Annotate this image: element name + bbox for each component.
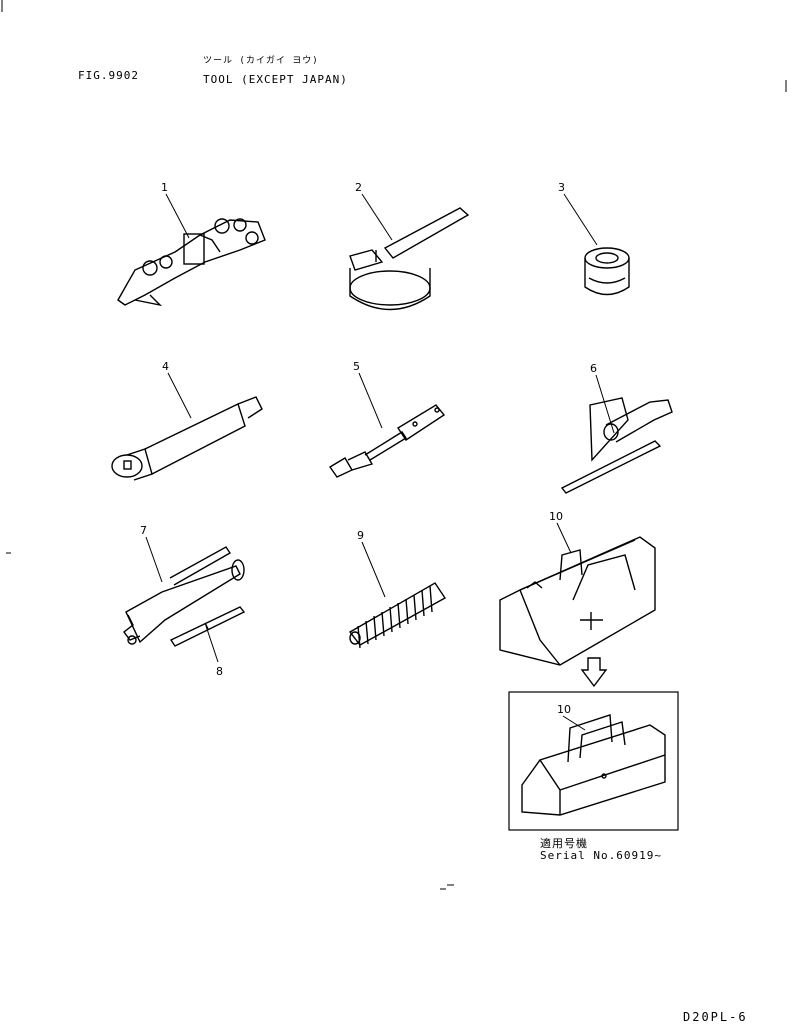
- wrench-set-drawing: [117, 218, 266, 307]
- socket-drawing: [584, 247, 630, 296]
- callout-6: 6: [590, 362, 597, 375]
- figure-title-japanese: ツール (カイガイ ヨウ): [203, 56, 319, 66]
- inset-tool-bag-drawing: [521, 714, 666, 816]
- screwdriver-drawing: [560, 397, 673, 494]
- grease-gun-drawing: [123, 546, 245, 645]
- callout-3: 3: [558, 181, 565, 194]
- filter-wrench-drawing: [349, 207, 470, 311]
- inset-frame: [508, 691, 679, 831]
- callout-1: 1: [161, 181, 168, 194]
- callout-9: 9: [357, 529, 364, 542]
- callout-4: 4: [162, 360, 169, 373]
- figure-number: FIG.9902: [78, 69, 139, 82]
- page-code: D20PL-6: [683, 1010, 748, 1024]
- callout-8: 8: [216, 665, 223, 678]
- universal-joint-drawing: [328, 404, 446, 478]
- callout-2: 2: [355, 181, 362, 194]
- callout-10: 10: [549, 510, 563, 523]
- hose-drawing: [348, 582, 447, 649]
- nozzle-drawing: [169, 606, 246, 647]
- down-arrow-icon: [580, 657, 608, 688]
- callout-10-inset: 10: [557, 703, 571, 716]
- serial-label: Serial No.60919~: [540, 849, 662, 862]
- tool-bag-drawing: [499, 536, 656, 666]
- extension-bar-drawing: [111, 396, 263, 481]
- callout-7: 7: [140, 524, 147, 537]
- callout-5: 5: [353, 360, 360, 373]
- serial-label-japanese: 適用号機: [540, 837, 588, 850]
- figure-title: TOOL (EXCEPT JAPAN): [203, 73, 348, 86]
- scan-marks: [1, 0, 787, 890]
